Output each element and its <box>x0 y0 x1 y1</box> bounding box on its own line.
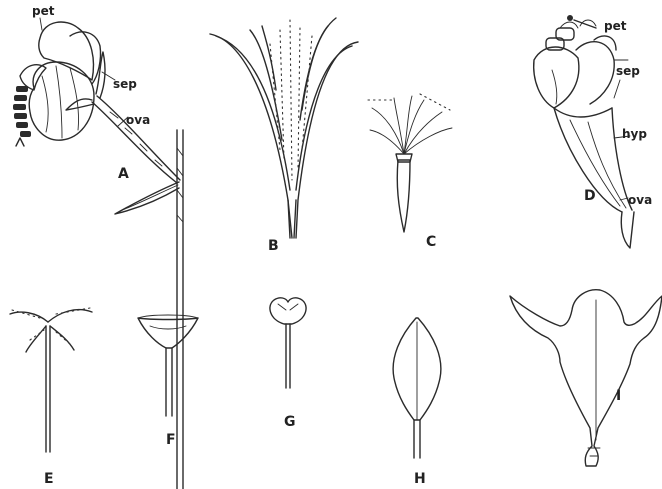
label-d-ova: ova <box>628 193 652 207</box>
panel-i-label: I <box>616 388 621 404</box>
panel-e-stigma-drawing <box>10 308 92 452</box>
panel-c-ovary-drawing <box>368 94 452 232</box>
label-a-sep: sep <box>113 77 137 91</box>
panel-e-label: E <box>44 471 54 487</box>
panel-c-label: C <box>426 234 436 250</box>
label-a-pet: pet <box>32 4 55 18</box>
panel-d-label: D <box>584 188 596 204</box>
panel-h-petal-drawing <box>393 318 441 458</box>
panel-a-label: A <box>118 166 129 182</box>
label-a-ova: ova <box>126 113 150 127</box>
panel-g-label: G <box>284 414 296 430</box>
panel-f-stigma-drawing <box>138 315 198 416</box>
panel-i-petal-drawing <box>510 290 662 466</box>
panel-h-label: H <box>414 471 426 487</box>
panel-b-tube-drawing <box>210 18 358 238</box>
panel-g-stigma-drawing <box>270 298 306 388</box>
panel-a-flower-drawing <box>13 18 183 489</box>
label-d-sep: sep <box>616 64 640 78</box>
panel-f-label: F <box>166 432 176 448</box>
panel-d-flower-section <box>534 15 634 248</box>
label-d-pet: pet <box>604 19 627 33</box>
label-d-hyp: hyp <box>622 127 647 141</box>
panel-b-label: B <box>268 238 279 254</box>
